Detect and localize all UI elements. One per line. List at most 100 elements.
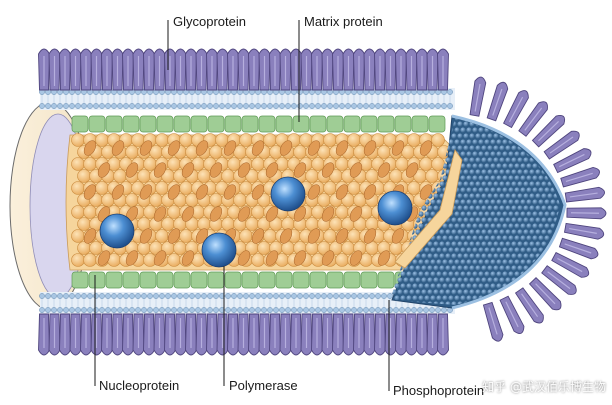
phosphoprotein-particle (436, 187, 442, 193)
lipid-head (387, 103, 393, 109)
phosphoprotein-particle (484, 271, 490, 277)
lipid-head (429, 103, 435, 109)
lipid-head (339, 103, 345, 109)
phosphoprotein-particle (532, 187, 538, 193)
lipid-head (189, 103, 195, 109)
phosphoprotein-particle (478, 211, 484, 217)
label-phosphoprotein: Phosphoprotein (393, 383, 485, 398)
phosphoprotein-particle (523, 229, 529, 235)
lipid-head (189, 307, 195, 313)
lipid-head (339, 293, 345, 299)
phosphoprotein-particle (433, 289, 439, 295)
phosphoprotein-particle (520, 247, 526, 253)
nucleoprotein-bead (221, 169, 235, 183)
phosphoprotein-particle (469, 169, 475, 175)
lipid-head (45, 103, 51, 109)
lipid-head (117, 103, 123, 109)
lipid-head (123, 103, 129, 109)
phosphoprotein-particle (424, 283, 430, 289)
phosphoprotein-particle (478, 187, 484, 193)
phosphoprotein-particle (472, 163, 478, 169)
phosphoprotein-particle (394, 283, 400, 289)
lipid-head (201, 307, 207, 313)
spike-highlight (565, 172, 593, 183)
phosphoprotein-particle (478, 259, 484, 265)
lipid-head (267, 103, 273, 109)
nucleoprotein-bead (251, 253, 265, 267)
phosphoprotein-particle (493, 145, 499, 151)
rna-segment (153, 162, 167, 178)
phosphoprotein-particle (448, 283, 454, 289)
phosphoprotein-particle (427, 241, 433, 247)
phosphoprotein-particle (451, 265, 457, 271)
lipid-head (159, 307, 165, 313)
phosphoprotein-particle (487, 169, 493, 175)
lipid-head (447, 103, 453, 109)
lipid-head (213, 307, 219, 313)
phosphoprotein-particle (466, 163, 472, 169)
phosphoprotein-particle (535, 241, 541, 247)
rna-segment (363, 184, 377, 200)
lipid-head (381, 103, 387, 109)
nucleoprotein-bead (71, 181, 85, 195)
phosphoprotein-particle (451, 253, 457, 259)
lipid-head (153, 293, 159, 299)
nucleoprotein-bead (425, 169, 439, 183)
phosphoprotein-particle (445, 229, 451, 235)
phosphoprotein-particle (538, 187, 544, 193)
lipid-head (141, 89, 147, 95)
phosphoprotein-particle (421, 217, 427, 223)
rna-segment (293, 206, 307, 222)
phosphoprotein-particle (481, 253, 487, 259)
phosphoprotein-particle (463, 181, 469, 187)
nucleoprotein-bead (167, 205, 181, 219)
lipid-head (183, 293, 189, 299)
phosphoprotein-particle (442, 235, 448, 241)
lipid-head (243, 103, 249, 109)
matrix-block-bottom (292, 271, 310, 289)
nucleoprotein-bead (377, 145, 391, 159)
phosphoprotein-particle (472, 271, 478, 277)
nucleoprotein-bead (263, 229, 277, 243)
nucleoprotein-bead (71, 157, 85, 171)
matrix-block-top (241, 115, 259, 133)
polymerase-sphere (99, 213, 135, 249)
phosphoprotein-particle (502, 271, 508, 277)
phosphoprotein-particle (556, 247, 560, 253)
phosphoprotein-particle (466, 211, 472, 217)
phosphoprotein-particle (436, 271, 442, 277)
matrix-block-top (411, 115, 429, 133)
phosphoprotein-particle (460, 187, 466, 193)
phosphoprotein-particle (430, 247, 436, 253)
lipid-head (165, 293, 171, 299)
phosphoprotein-particle (490, 199, 496, 205)
rna-segment (153, 250, 167, 266)
lipid-head (219, 103, 225, 109)
phosphoprotein-particle (472, 247, 478, 253)
phosphoprotein-particle (397, 277, 403, 283)
phosphoprotein-particle (466, 199, 472, 205)
matrix-block-top (207, 115, 225, 133)
polymerase-sphere (201, 232, 237, 268)
phosphoprotein-particle (505, 253, 511, 259)
phosphoprotein-particle (466, 283, 472, 289)
lipid-head (339, 307, 345, 313)
lipid-head (195, 307, 201, 313)
lipid-head (261, 307, 267, 313)
phosphoprotein-particle (502, 127, 508, 133)
phosphoprotein-particle (493, 241, 499, 247)
rna-segment (139, 184, 153, 200)
phosphoprotein-particle (505, 157, 511, 163)
phosphoprotein-particle (493, 277, 499, 283)
lipid-head (279, 103, 285, 109)
lipid-head (249, 103, 255, 109)
phosphoprotein-particle (511, 217, 517, 223)
spike-highlight (558, 153, 585, 168)
phosphoprotein-particle (487, 205, 493, 211)
phosphoprotein-particle (454, 139, 460, 145)
phosphoprotein-particle (502, 163, 508, 169)
phosphoprotein-particle (481, 145, 487, 151)
phosphoprotein-particle (544, 211, 550, 217)
lipid-head (333, 103, 339, 109)
phosphoprotein-particle (433, 205, 439, 211)
